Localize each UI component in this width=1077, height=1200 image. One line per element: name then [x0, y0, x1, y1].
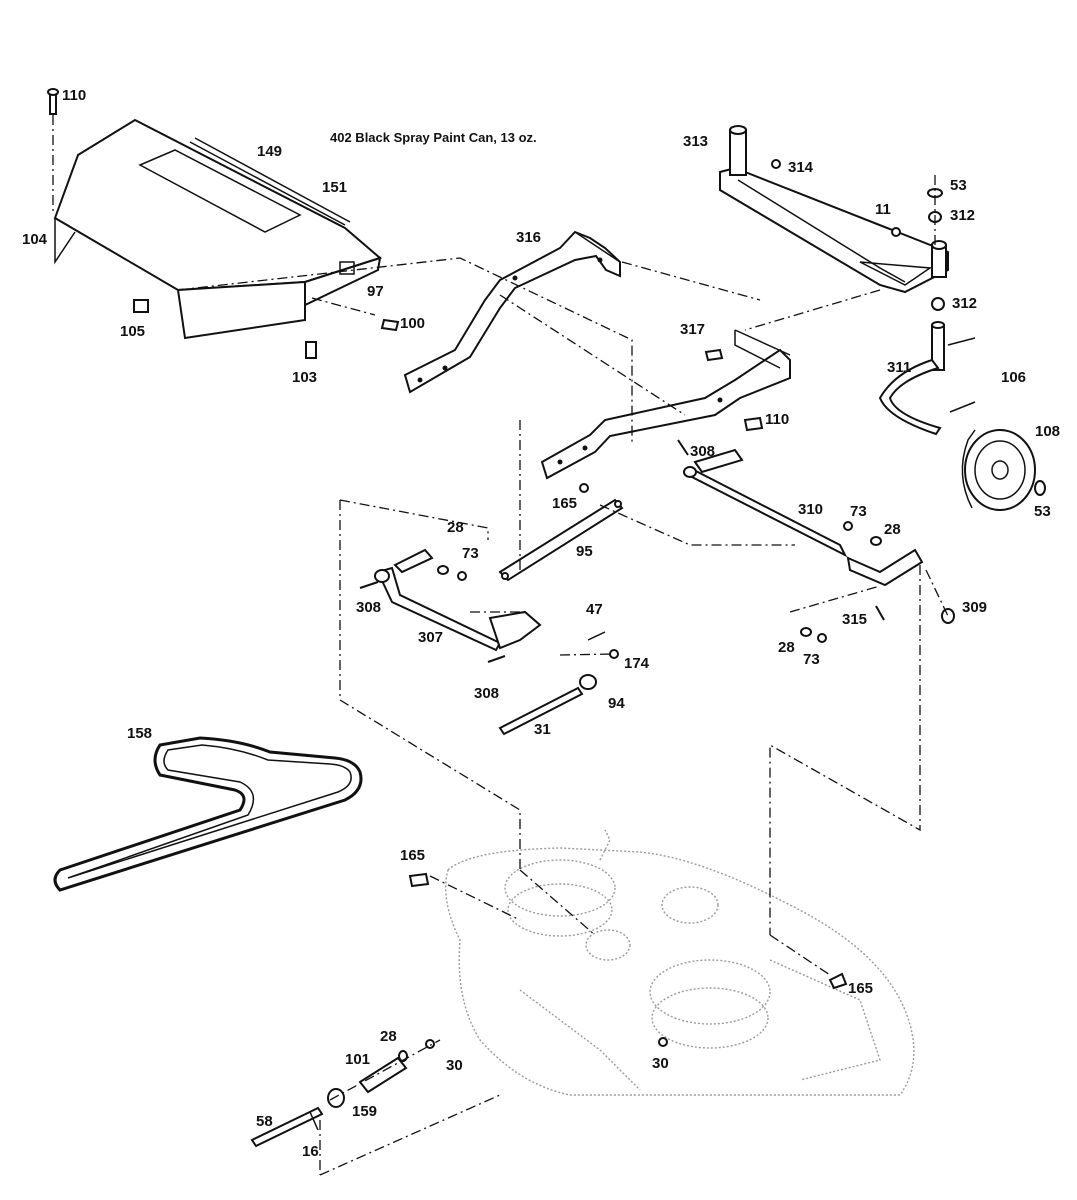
washer-28-lower — [800, 627, 812, 637]
bracket-317 — [540, 329, 791, 480]
bolt-317 — [704, 348, 724, 362]
paint-can-note: 402 Black Spray Paint Can, 13 oz. — [330, 130, 537, 145]
pin-315 — [875, 605, 885, 621]
callout-73-right: 73 — [850, 503, 867, 520]
callout-95: 95 — [576, 543, 593, 560]
callout-28-lower: 28 — [778, 639, 795, 656]
spindle-311 — [878, 321, 976, 436]
bolt-165-deck-left — [408, 872, 430, 888]
callout-94: 94 — [608, 695, 625, 712]
callout-11: 11 — [875, 201, 891, 218]
bushing-94 — [579, 674, 597, 690]
fitting-159 — [327, 1088, 345, 1108]
nut-73-left — [457, 571, 467, 581]
callout-28-right: 28 — [884, 521, 901, 538]
washer-28-right — [870, 536, 882, 546]
belt-cover — [53, 118, 383, 340]
callout-97: 97 — [367, 283, 384, 300]
callout-73-lower: 73 — [803, 651, 820, 668]
callout-104: 104 — [22, 231, 48, 248]
screw-100 — [311, 297, 400, 332]
callout-315: 315 — [842, 611, 867, 628]
nut-73-lower — [817, 633, 827, 643]
callout-labels: 110 149 151 104 97 105 100 103 316 313 3… — [22, 87, 1060, 1160]
callout-165-mid: 165 — [552, 495, 577, 512]
front-axle-313 — [719, 125, 949, 294]
callout-103: 103 — [292, 369, 317, 386]
callout-110-mid: 110 — [765, 411, 789, 428]
callout-310: 310 — [798, 501, 823, 518]
bolt-110-top — [47, 88, 59, 215]
callout-316: 316 — [516, 229, 541, 246]
callout-174: 174 — [624, 655, 650, 672]
nut-105 — [133, 299, 149, 313]
callout-312-top: 312 — [950, 207, 975, 224]
callout-30-center: 30 — [652, 1055, 669, 1072]
callout-151: 151 — [322, 179, 347, 196]
callout-309: 309 — [962, 599, 987, 616]
fitting-314 — [771, 159, 781, 169]
arm-307 — [374, 548, 542, 652]
callout-165-deck-left: 165 — [400, 847, 425, 864]
nut-73-right — [843, 521, 853, 531]
callout-47: 47 — [586, 601, 603, 618]
callout-73-left: 73 — [462, 545, 479, 562]
callout-165-deck-right: 165 — [848, 980, 873, 997]
callout-149: 149 — [257, 143, 282, 160]
nut-30-left — [425, 1039, 435, 1049]
callout-307: 307 — [418, 629, 443, 646]
callout-158: 158 — [127, 725, 152, 742]
fitting-11 — [891, 227, 901, 237]
mower-deck — [445, 829, 915, 1096]
callout-110-top: 110 — [62, 87, 86, 104]
callout-159: 159 — [352, 1103, 377, 1120]
pin-47 — [587, 631, 606, 641]
wheel-108 — [961, 429, 1036, 511]
callout-53-top: 53 — [950, 177, 967, 194]
washer-309 — [941, 608, 955, 624]
callout-30-left: 30 — [446, 1057, 463, 1074]
pin-308-top — [677, 439, 689, 456]
washer-53-wheel — [1034, 480, 1046, 496]
bolt-165-deck-right — [828, 972, 848, 990]
callout-313: 313 — [683, 133, 708, 150]
callout-105: 105 — [120, 323, 145, 340]
callout-314: 314 — [788, 159, 814, 176]
callout-308-bottom: 308 — [474, 685, 499, 702]
rod-31 — [498, 686, 584, 736]
pin-16 — [309, 1111, 319, 1131]
callout-108: 108 — [1035, 423, 1060, 440]
bolt-165-mid — [579, 483, 589, 493]
callout-317: 317 — [680, 321, 705, 338]
callout-16: 16 — [302, 1143, 319, 1160]
callout-308-left: 308 — [356, 599, 381, 616]
bolt-110-mid — [743, 416, 764, 432]
callout-53-wheel: 53 — [1034, 503, 1051, 520]
rod-58 — [250, 1106, 324, 1148]
callout-308-top: 308 — [690, 443, 715, 460]
bushing-312-bottom — [931, 297, 945, 311]
callout-28-bottom: 28 — [380, 1028, 397, 1045]
callout-28-left: 28 — [447, 519, 464, 536]
lift-link-310 — [683, 448, 924, 587]
pin-308-bottom — [487, 655, 506, 663]
bracket-316 — [403, 230, 621, 394]
callout-58: 58 — [256, 1113, 273, 1130]
callout-101: 101 — [345, 1051, 370, 1068]
nut-30-center — [658, 1037, 668, 1047]
belt-158 — [53, 736, 363, 892]
callout-100: 100 — [400, 315, 425, 332]
callout-31: 31 — [534, 721, 551, 738]
clip-103 — [305, 341, 317, 359]
callout-312-bottom: 312 — [952, 295, 977, 312]
callout-311: 311 — [887, 359, 911, 376]
pin-308-left — [359, 581, 379, 589]
shaft-101 — [358, 1056, 408, 1094]
link-95 — [498, 498, 624, 582]
washer-28-left — [437, 565, 449, 575]
callout-106: 106 — [1001, 369, 1026, 386]
leader-lines — [177, 257, 949, 1176]
